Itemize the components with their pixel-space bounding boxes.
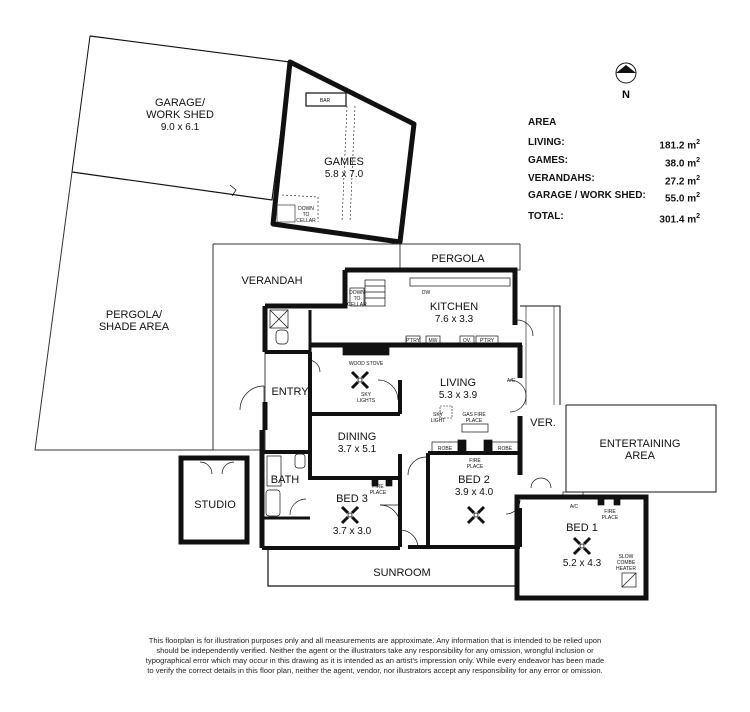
entertaining-name-1: ENTERTAINING	[600, 438, 681, 450]
area-row-label: GAMES:	[528, 154, 568, 166]
area-row: VERANDAHS: 27.2 m2	[528, 172, 700, 190]
ver-name: VER.	[530, 417, 556, 429]
wood-stove-label: WOOD STOVE	[349, 361, 384, 367]
pergola-shade-outline	[34, 171, 520, 451]
north-compass-icon: N	[612, 62, 640, 101]
sunroom-name: SUNROOM	[373, 567, 430, 579]
area-title: AREA	[528, 117, 557, 128]
ptry-label-1: P'TRY	[406, 338, 421, 344]
bed2-fire-1: FIRE	[469, 458, 481, 464]
compass-north-label: N	[622, 89, 630, 100]
games-outline	[270, 59, 417, 245]
gas-fire-2: PLACE	[466, 418, 483, 424]
ov-label: OV.	[463, 338, 471, 344]
dining-name: DINING	[338, 431, 377, 443]
door-swings	[199, 319, 552, 549]
disclaimer-line: This floorplan is for illustration purpo…	[148, 636, 602, 645]
gas-fire-1: GAS FIRE	[462, 412, 486, 418]
bed3-fire-1: FIRE	[372, 484, 384, 490]
fixtures	[265, 277, 637, 588]
verandah-name: VERANDAH	[241, 275, 302, 287]
area-row: GARAGE / WORK SHED: 55.0 m2	[528, 189, 700, 207]
area-row-label: VERANDAHS:	[528, 172, 595, 184]
ptry-label-2: P'TRY	[480, 338, 495, 344]
kitchen-dims: 7.6 x 3.3	[435, 314, 474, 325]
bed2-name: BED 2	[458, 474, 490, 486]
pergola-shade-name-1: PERGOLA/	[106, 309, 163, 321]
living-name: LIVING	[440, 377, 476, 389]
bed3-dims: 3.7 x 3.0	[333, 526, 372, 537]
bath-name: BATH	[271, 474, 300, 486]
dw-label: DW	[422, 290, 431, 296]
ceiling-fans	[340, 370, 592, 556]
area-total-row: TOTAL: 301.4 m2	[528, 210, 700, 228]
games-cellar-2: TO	[303, 212, 310, 218]
sky-lights-2: LIGHTS	[357, 398, 376, 404]
disclaimer: This floorplan is for illustration purpo…	[100, 636, 650, 676]
sky-light-1: SKY	[433, 412, 444, 418]
bed3-name: BED 3	[336, 493, 368, 505]
kitchen-cellar-2: TO	[354, 296, 361, 302]
area-total-value: 301.4 m2	[659, 213, 700, 226]
pergola-shade-name-2: SHADE AREA	[99, 321, 170, 333]
house-walls	[178, 244, 717, 601]
sky-light-2: LIGHT	[431, 418, 446, 424]
games-cellar-3: CELLAR	[296, 218, 316, 224]
disclaimer-line: to verify the correct details in this fl…	[147, 666, 603, 675]
studio-name: STUDIO	[194, 499, 236, 511]
slow-combe-2: COMBE	[617, 560, 636, 566]
area-row-label: GARAGE / WORK SHED:	[528, 190, 646, 202]
bed2-fire-2: PLACE	[467, 464, 484, 470]
mw-label: MW	[429, 338, 438, 344]
games-dims: 5.8 x 7.0	[325, 169, 364, 180]
area-row-value: 27.2 m2	[664, 174, 700, 187]
games-cellar-1: DOWN	[298, 206, 314, 212]
entry-name: ENTRY	[271, 386, 309, 398]
robe-label-2: ROBE	[498, 446, 513, 452]
entertaining-name-2: AREA	[625, 450, 656, 462]
dining-dims: 3.7 x 5.1	[338, 444, 377, 455]
disclaimer-line: should be independently verified. Neithe…	[156, 646, 594, 655]
area-total-label: TOTAL:	[528, 211, 564, 223]
area-row: LIVING: 181.2 m2	[528, 136, 700, 154]
area-row-value: 55.0 m2	[664, 192, 700, 205]
ac-bed1-label: A/C	[570, 504, 579, 510]
bed1-dims: 5.2 x 4.3	[563, 558, 602, 569]
pergola-name: PERGOLA	[431, 253, 485, 265]
bed1-fire-1: FIRE	[604, 509, 616, 515]
bed2-dims: 3.9 x 4.0	[455, 487, 494, 498]
garage-name-1: GARAGE/	[155, 97, 206, 109]
bed3-fire-2: PLACE	[370, 490, 387, 496]
sky-lights-1: SKY	[361, 392, 372, 398]
slow-combe-3: HEATER	[616, 566, 636, 572]
area-row-label: LIVING:	[528, 137, 565, 148]
area-row: GAMES: 38.0 m2	[528, 154, 700, 172]
ac-living-label: A/C	[507, 378, 516, 384]
living-dims: 5.3 x 3.9	[439, 390, 478, 401]
kitchen-name: KITCHEN	[430, 301, 478, 313]
bed1-fire-2: PLACE	[602, 515, 619, 521]
kitchen-cellar-3: CELLAR	[347, 302, 367, 308]
bed1-name: BED 1	[566, 522, 598, 534]
garage-dims: 9.0 x 6.1	[161, 122, 200, 133]
disclaimer-line: typographical error which may occur in t…	[145, 656, 605, 665]
kitchen-cellar-1: DOWN	[349, 290, 365, 296]
slow-combe-1: SLOW	[619, 554, 634, 560]
robe-label-1: ROBE	[438, 446, 453, 452]
area-row-value: 181.2 m2	[659, 139, 700, 152]
bar-label: BAR	[320, 98, 331, 104]
area-summary: AREA LIVING: 181.2 m2 GAMES: 38.0 m2 VER…	[528, 117, 700, 228]
area-row-value: 38.0 m2	[664, 156, 700, 170]
games-name: GAMES	[324, 156, 364, 168]
sky-light	[439, 405, 453, 419]
garage-name-2: WORK SHED	[146, 109, 214, 121]
